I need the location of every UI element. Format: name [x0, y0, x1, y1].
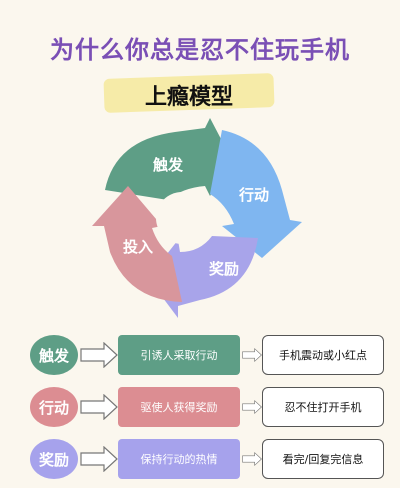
arrow-right-icon [242, 347, 262, 363]
arrow-right-icon [80, 394, 118, 420]
cycle-label-invest: 投入 [123, 238, 153, 256]
hook-model-cycle: 触发 行动 奖励 投入 [92, 118, 302, 318]
arrow-right-icon [242, 451, 262, 467]
cycle-label-action: 行动 [238, 186, 269, 204]
stage-circle: 奖励 [30, 439, 78, 479]
stage-circle: 触发 [30, 335, 78, 375]
stage-action: 驱使人获得奖励 [118, 387, 240, 427]
arrow-right-icon [242, 399, 262, 415]
cycle-segment-trigger [105, 118, 232, 200]
stage-row: 行动 驱使人获得奖励 忍不住打开手机 [0, 384, 400, 430]
stage-circle: 行动 [30, 387, 78, 427]
stage-example: 手机震动或小红点 [262, 335, 384, 375]
subtitle: 上瘾模型 [144, 85, 233, 110]
stage-row: 触发 引诱人采取行动 手机震动或小红点 [0, 332, 400, 378]
stage-action: 保持行动的热情 [118, 439, 240, 479]
cycle-segment-invest [92, 186, 182, 302]
stage-action: 引诱人采取行动 [118, 335, 240, 375]
stage-example: 忍不住打开手机 [262, 387, 384, 427]
stage-row: 奖励 保持行动的热情 看完/回复完信息 [0, 436, 400, 482]
arrow-right-icon [80, 446, 118, 472]
cycle-label-reward: 奖励 [209, 260, 239, 278]
cycle-segment-action [210, 130, 302, 258]
page-title: 为什么你总是忍不住玩手机 [50, 36, 350, 64]
arrow-right-icon [80, 342, 118, 368]
cycle-label-trigger: 触发 [153, 156, 184, 174]
stage-example: 看完/回复完信息 [262, 439, 384, 479]
